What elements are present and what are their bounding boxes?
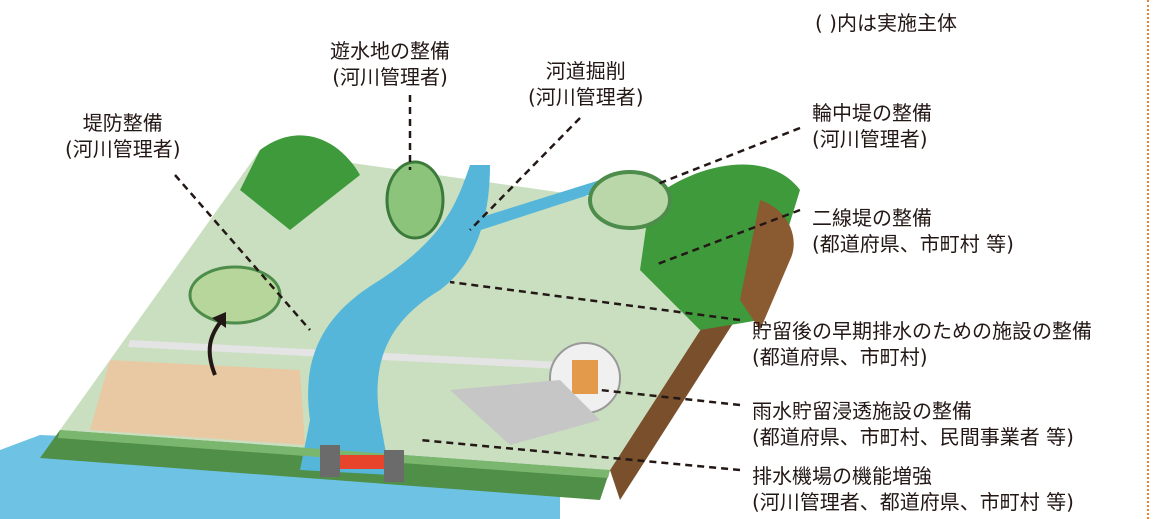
leader-teibou	[174, 174, 311, 331]
sluice-gate-right	[384, 450, 404, 482]
label-levee-maintenance: 堤防整備 (河川管理者)	[65, 110, 181, 162]
label-ring-levee: 輪中堤の整備 (河川管理者)	[812, 100, 932, 152]
right-cliff	[740, 200, 794, 330]
storage-building	[572, 360, 598, 394]
label-pump-station-owner: (河川管理者、都道府県、市町村 等)	[752, 490, 1074, 514]
sluice-gate-left	[320, 445, 340, 477]
implementer-note: ( )内は実施主体	[815, 11, 957, 35]
label-secondary-levee: 二線堤の整備 (都道府県、市町村 等)	[812, 205, 1014, 257]
label-drainage-after-storage-title: 貯留後の早期排水のための施設の整備	[752, 319, 1092, 343]
label-drainage-after-storage: 貯留後の早期排水のための施設の整備 (都道府県、市町村)	[752, 318, 1092, 370]
label-ring-levee-owner: (河川管理者)	[812, 127, 928, 151]
leader-nisen	[654, 208, 801, 267]
label-pump-station-title: 排水機場の機能増強	[752, 464, 932, 488]
label-channel-excavation: 河道掘削 (河川管理者)	[528, 58, 644, 110]
retention-basin	[385, 160, 445, 240]
relocation-arrow	[207, 318, 224, 376]
label-channel-excavation-title: 河道掘削	[545, 59, 626, 83]
main-river	[300, 165, 490, 475]
label-levee-title: 堤防整備	[82, 111, 163, 135]
page-divider-dotted	[1147, 0, 1149, 519]
arrow-head	[212, 312, 226, 328]
label-retention-basin-title: 遊水地の整備	[330, 39, 450, 63]
raised-housing-area	[188, 265, 282, 325]
label-rainwater-storage-owner: (都道府県、市町村、民間事業者 等)	[752, 425, 1074, 449]
label-levee-owner: (河川管理者)	[65, 137, 181, 161]
industrial-zone	[450, 380, 600, 445]
leader-choryu	[449, 280, 741, 322]
leader-kadou	[469, 117, 581, 231]
label-drainage-after-storage-owner: (都道府県、市町村)	[752, 345, 928, 369]
label-secondary-levee-owner: (都道府県、市町村 等)	[812, 232, 1014, 256]
ring-levee	[588, 170, 672, 230]
gate-beam	[340, 455, 384, 469]
left-mountain	[240, 135, 360, 230]
tributary	[440, 180, 610, 240]
label-channel-excavation-owner: (河川管理者)	[528, 85, 644, 109]
label-retention-basin-owner: (河川管理者)	[332, 65, 448, 89]
leader-wachu	[654, 126, 801, 187]
label-ring-levee-title: 輪中堤の整備	[812, 101, 932, 125]
leader-haisui	[419, 438, 741, 472]
leader-lines	[174, 95, 801, 472]
label-rainwater-storage: 雨水貯留浸透施設の整備 (都道府県、市町村、民間事業者 等)	[752, 398, 1074, 450]
label-retention-basin: 遊水地の整備 (河川管理者)	[330, 38, 450, 90]
farmland-lower	[90, 360, 305, 445]
label-pump-station: 排水機場の機能増強 (河川管理者、都道府県、市町村 等)	[752, 463, 1074, 515]
label-rainwater-storage-title: 雨水貯留浸透施設の整備	[752, 399, 972, 423]
label-secondary-levee-title: 二線堤の整備	[812, 206, 932, 230]
